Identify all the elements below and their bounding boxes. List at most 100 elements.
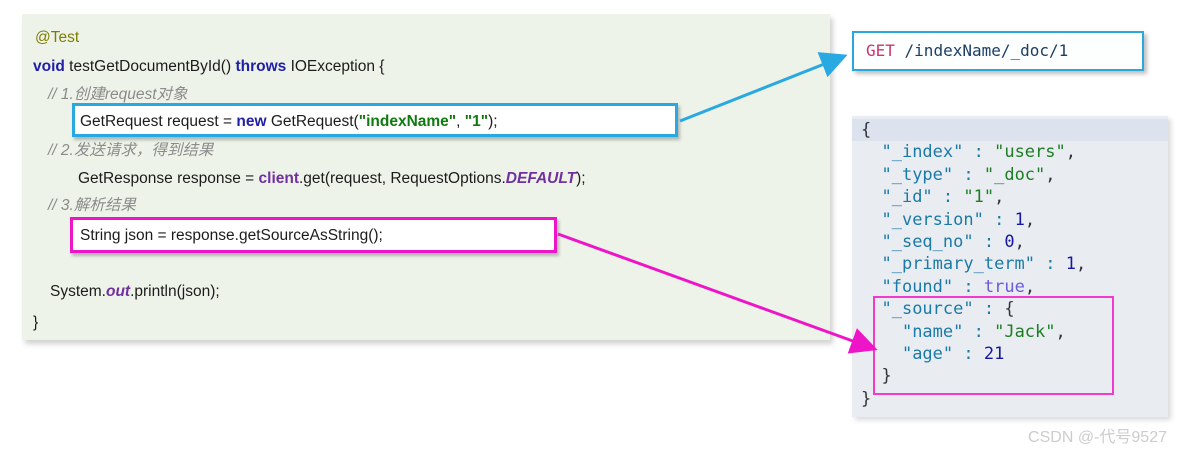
- response-json-panel: { "_index" : "users", "_type" : "_doc", …: [852, 116, 1168, 417]
- json-line: "age" : 21: [852, 343, 1168, 365]
- code-token: GetRequest request =: [80, 113, 237, 130]
- code-token: "1": [963, 187, 995, 208]
- code-token: client: [258, 170, 299, 187]
- code-token: :: [953, 276, 984, 297]
- code-token: "_id": [881, 187, 933, 208]
- code-token: }: [861, 388, 872, 409]
- java-code-line: void testGetDocumentById() throws IOExce…: [33, 57, 384, 76]
- json-line: "_index" : "users",: [852, 141, 1168, 163]
- code-token: "_primary_term": [881, 254, 1036, 275]
- code-token: "_version": [881, 209, 984, 230]
- code-token: {: [1004, 299, 1015, 320]
- code-token: {: [861, 120, 872, 140]
- json-line: "_primary_term" : 1,: [852, 253, 1168, 275]
- code-token: [861, 187, 881, 207]
- request-line-highlight-box: [72, 103, 678, 137]
- code-token: 21: [983, 343, 1005, 364]
- java-code-line: System.out.println(json);: [50, 282, 220, 301]
- code-token: ,: [1045, 164, 1056, 185]
- code-token: );: [488, 113, 498, 130]
- code-token: // 2.发送请求，得到结果: [48, 142, 214, 159]
- java-code-line: }: [33, 313, 38, 332]
- code-token: void: [33, 58, 70, 75]
- code-token: "found": [881, 276, 954, 297]
- http-method: GET: [866, 41, 895, 60]
- code-token: ,: [1055, 321, 1066, 342]
- code-token: 1: [1014, 209, 1025, 230]
- code-token: );: [576, 170, 586, 187]
- code-token: out: [105, 283, 131, 300]
- code-token: "_type": [881, 164, 954, 185]
- code-token: :: [963, 321, 995, 342]
- json-line: "_source" : {: [852, 298, 1168, 320]
- java-code-panel: @Test void testGetDocumentById() throws I…: [22, 14, 830, 340]
- code-token: :: [953, 343, 984, 364]
- code-token: "indexName": [358, 113, 457, 130]
- code-token: [861, 277, 881, 297]
- java-code-line: String json = response.getSourceAsString…: [80, 226, 383, 245]
- code-token: ,: [1014, 231, 1025, 252]
- code-token: "_source": [881, 299, 974, 320]
- code-token: [861, 142, 881, 162]
- parse-line-highlight-box: [70, 217, 557, 253]
- code-token: :: [1035, 254, 1066, 275]
- code-token: ,: [994, 187, 1005, 208]
- code-token: ,: [456, 113, 465, 130]
- code-token: true: [983, 276, 1025, 297]
- code-token: :: [973, 299, 1005, 320]
- code-token: ,: [1024, 209, 1036, 230]
- code-token: [861, 165, 881, 185]
- code-token: GetRequest(: [270, 113, 359, 130]
- code-token: "_seq_no": [881, 231, 974, 252]
- source-highlight-box: [873, 296, 1114, 395]
- json-line: "name" : "Jack",: [852, 321, 1168, 343]
- java-code-line: @Test: [35, 28, 79, 47]
- code-token: "_doc": [983, 164, 1046, 185]
- code-token: "1": [464, 113, 489, 130]
- code-token: [861, 210, 881, 230]
- json-line: }: [852, 388, 1168, 410]
- code-token: [861, 232, 881, 252]
- code-token: "name": [901, 321, 964, 342]
- code-token: :: [963, 142, 995, 163]
- code-token: :: [983, 209, 1015, 230]
- java-code-line: GetRequest request = new GetRequest("ind…: [80, 112, 498, 131]
- code-token: .get(request, RequestOptions.: [299, 170, 506, 187]
- response-json: { "_index" : "users", "_type" : "_doc", …: [852, 116, 1168, 417]
- code-token: // 3.解析结果: [48, 197, 136, 214]
- code-token: }: [33, 314, 39, 331]
- rest-request-box: GET /indexName/_doc/1: [852, 31, 1144, 71]
- code-token: @Test: [35, 29, 80, 46]
- code-token: .println(json);: [130, 283, 220, 300]
- code-token: System.: [50, 283, 106, 300]
- java-code-line: // 2.发送请求，得到结果: [48, 141, 213, 160]
- java-code-line: // 3.解析结果: [48, 196, 136, 215]
- code-token: "users": [994, 142, 1066, 163]
- code-token: ,: [1065, 142, 1076, 163]
- json-line: "_seq_no" : 0,: [852, 231, 1168, 253]
- java-code-line: GetResponse response = client.get(reques…: [78, 169, 586, 188]
- code-token: :: [973, 231, 1005, 252]
- json-line: "_version" : 1,: [852, 209, 1168, 231]
- json-line: {: [852, 119, 1168, 142]
- code-token: String json = response.getSourceAsString…: [80, 227, 383, 244]
- json-line: "_id" : "1",: [852, 186, 1168, 208]
- code-token: new: [236, 113, 271, 130]
- code-token: }: [861, 366, 892, 387]
- code-token: :: [953, 164, 984, 185]
- java-code: @Test void testGetDocumentById() throws I…: [22, 14, 830, 340]
- code-token: testGetDocumentById(): [69, 58, 236, 75]
- json-line: }: [852, 365, 1168, 387]
- code-token: "_index": [881, 142, 964, 163]
- code-token: :: [932, 187, 964, 208]
- code-token: "Jack": [994, 321, 1056, 342]
- code-token: 1: [1065, 254, 1076, 275]
- code-token: // 1.创建request对象: [48, 86, 188, 103]
- json-line: "_type" : "_doc",: [852, 164, 1168, 186]
- code-token: [861, 254, 881, 274]
- watermark: CSDN @-代号9527: [1028, 429, 1167, 446]
- code-token: ,: [1075, 254, 1087, 275]
- code-token: 0: [1004, 231, 1015, 252]
- code-token: DEFAULT: [505, 170, 577, 187]
